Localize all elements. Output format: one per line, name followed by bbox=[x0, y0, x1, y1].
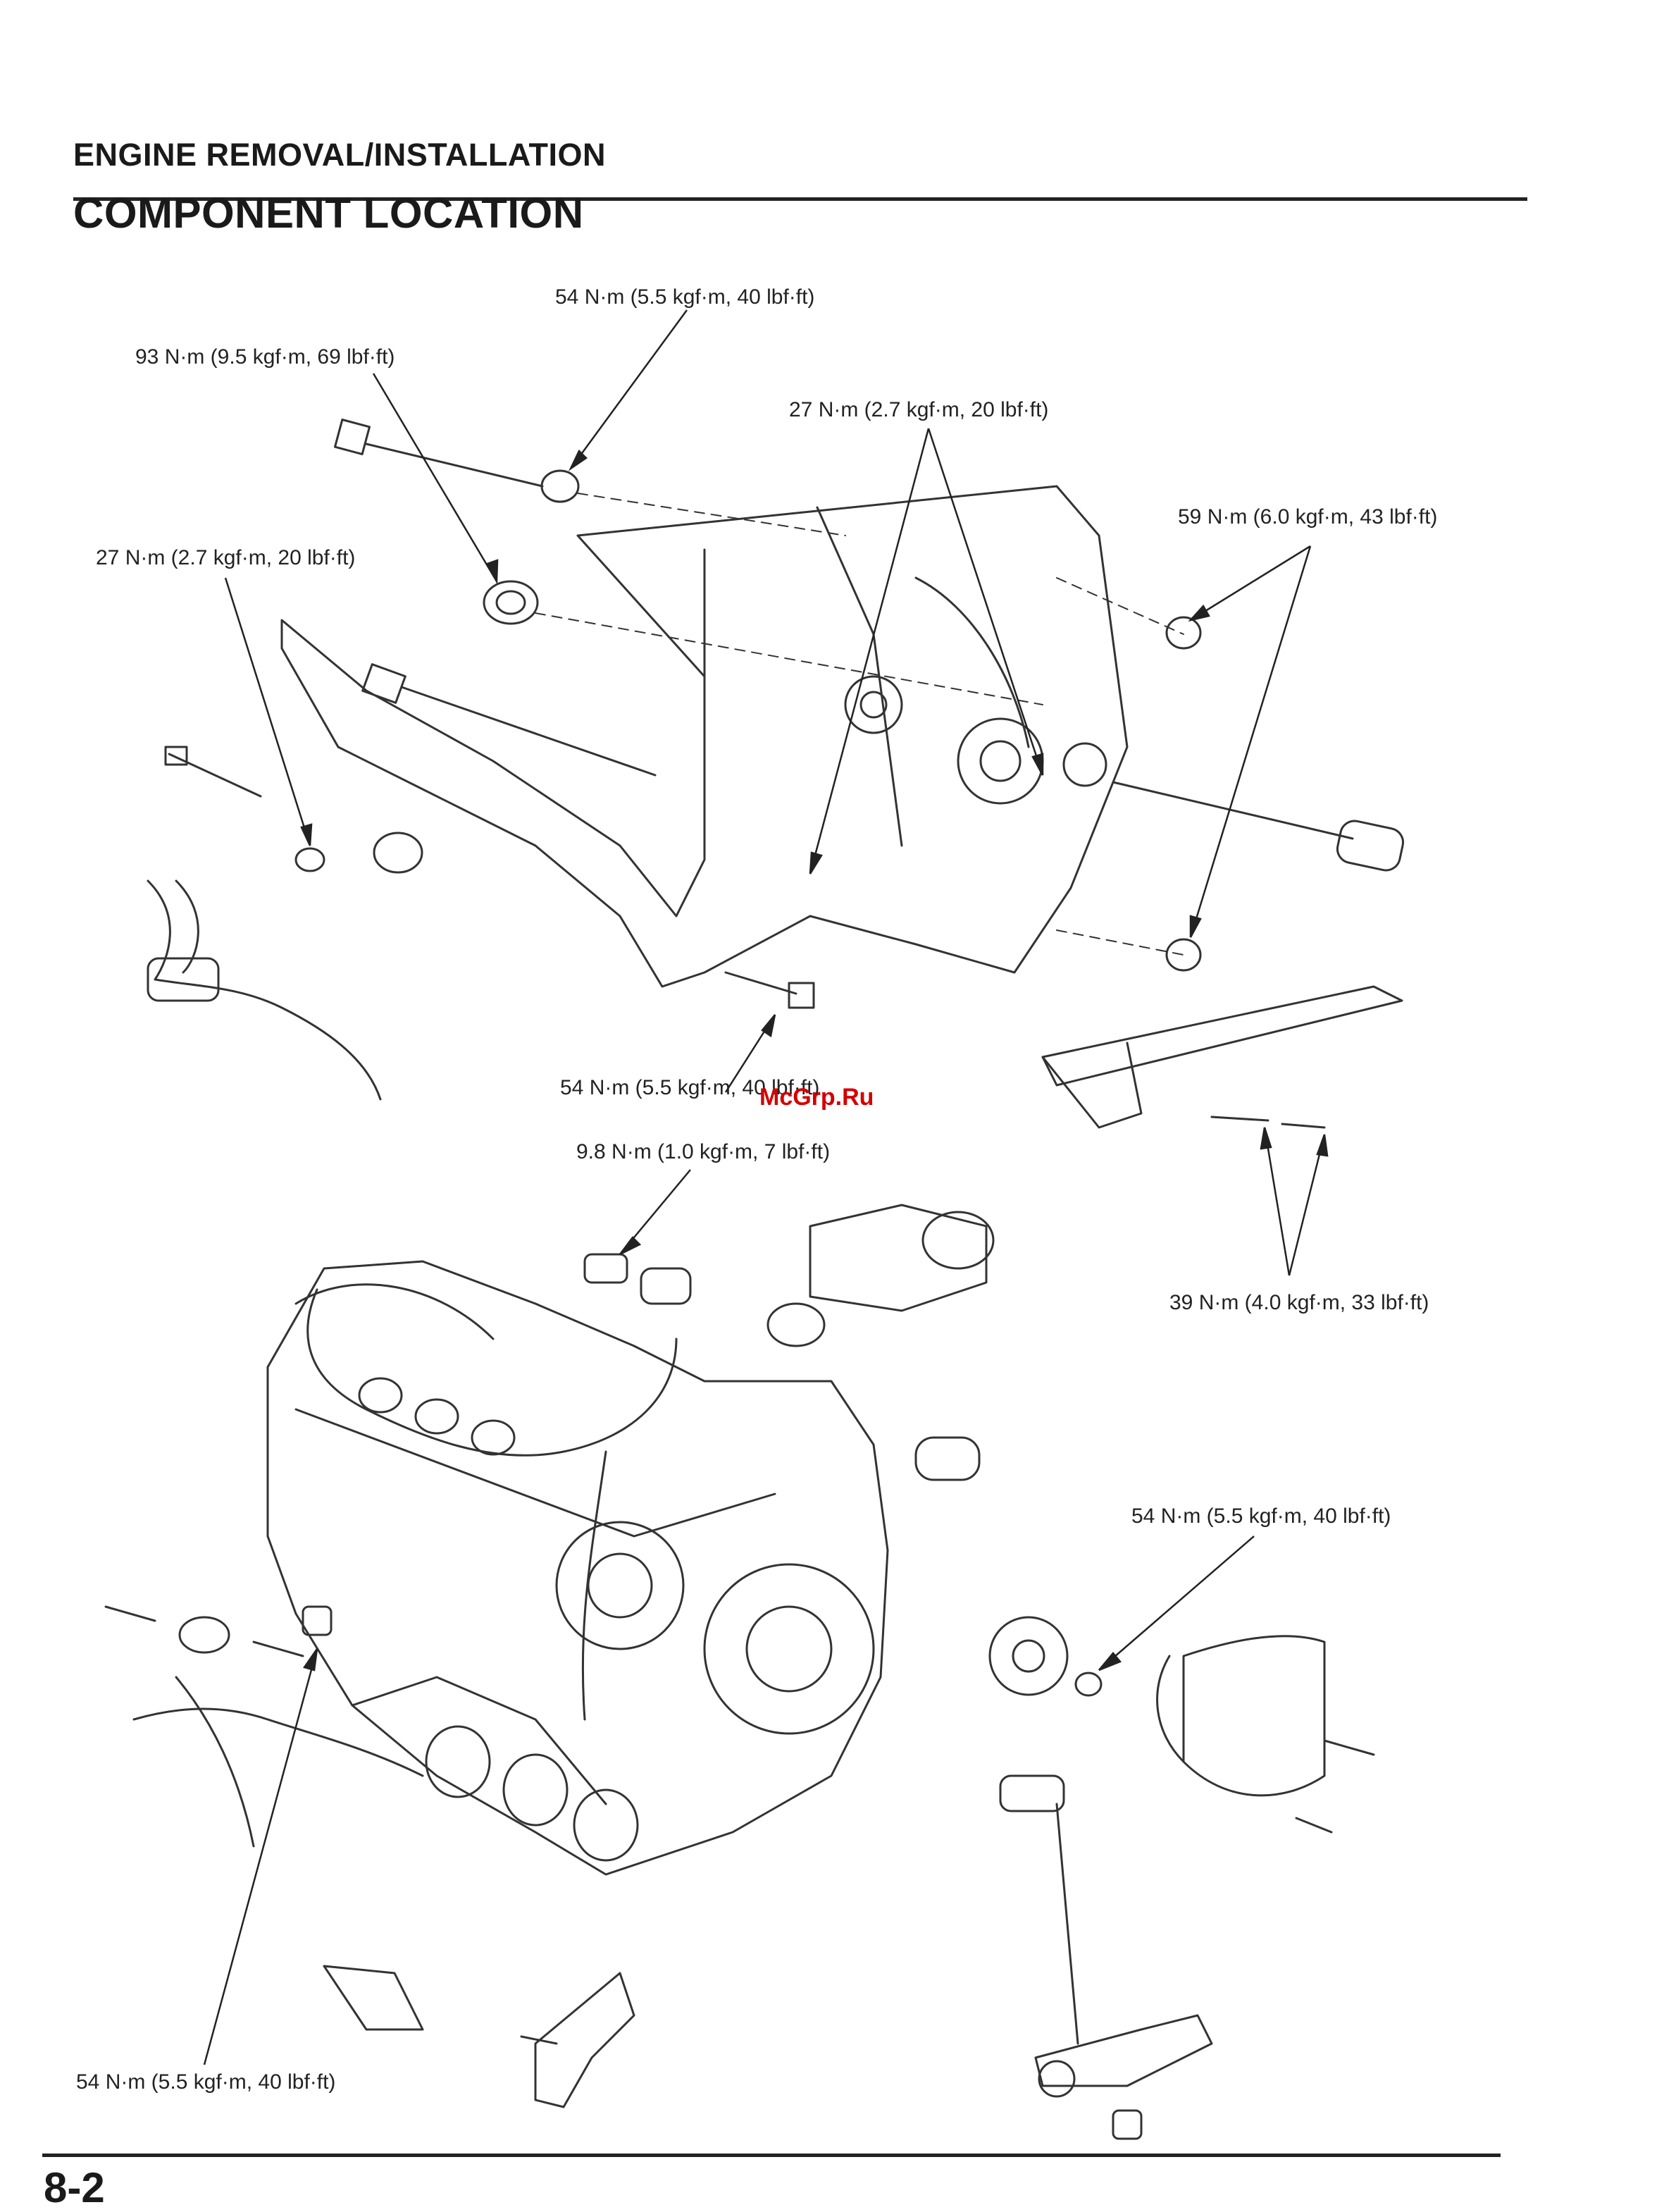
collar-93 bbox=[483, 580, 539, 625]
page-number: 8-2 bbox=[44, 2164, 105, 2211]
upper-mount-bolt bbox=[334, 419, 544, 488]
rear-through-bolt bbox=[1112, 781, 1405, 872]
gearshift-pedal bbox=[1034, 2014, 1213, 2087]
gearshift-arm bbox=[999, 1774, 1065, 1812]
sprocket-cover bbox=[1182, 1635, 1326, 1797]
bolt-9-8 bbox=[583, 1253, 628, 1284]
left-hose bbox=[132, 1707, 424, 1777]
torque-label-upper-collar: 93 N·m (9.5 kgf·m, 69 lbf·ft) bbox=[135, 345, 395, 369]
wire-harness bbox=[306, 1288, 678, 1457]
page-title: COMPONENT LOCATION bbox=[73, 190, 584, 237]
nut-59-upper bbox=[1165, 616, 1202, 650]
torque-label-top-nut: 54 N·m (5.5 kgf·m, 40 lbf·ft) bbox=[555, 285, 815, 309]
thermostat-housing bbox=[809, 1204, 988, 1312]
section-title: ENGINE REMOVAL/INSTALLATION bbox=[73, 137, 606, 173]
torque-label-center-bolt: 54 N·m (5.5 kgf·m, 40 lbf·ft) bbox=[560, 1076, 820, 1099]
torque-label-bottom: 54 N·m (5.5 kgf·m, 40 lbf·ft) bbox=[76, 2070, 336, 2094]
footer-rule bbox=[42, 2154, 1501, 2157]
engine-block bbox=[266, 1260, 889, 1876]
nut-59-lower bbox=[1165, 938, 1202, 972]
radiator-hose bbox=[147, 879, 382, 1101]
watermark: McGrp.Ru bbox=[759, 1084, 874, 1111]
frame-outline bbox=[280, 485, 1129, 988]
drive-sprocket-upper bbox=[957, 717, 1044, 805]
header-rule bbox=[73, 197, 1527, 201]
torque-label-side-stand: 39 N·m (4.0 kgf·m, 33 lbf·ft) bbox=[1169, 1291, 1429, 1314]
clutch-cover bbox=[703, 1563, 875, 1735]
torque-label-rear-nuts: 59 N·m (6.0 kgf·m, 43 lbf·ft) bbox=[1178, 505, 1438, 529]
nut-54-top bbox=[540, 469, 580, 503]
torque-label-sprocket: 54 N·m (5.5 kgf·m, 40 lbf·ft) bbox=[1131, 1504, 1391, 1528]
side-stand bbox=[1041, 985, 1403, 1087]
o-ring bbox=[766, 1302, 826, 1347]
footpeg-bracket bbox=[534, 1972, 635, 2108]
torque-label-upper-bracket: 27 N·m (2.7 kgf·m, 20 lbf·ft) bbox=[789, 398, 1049, 421]
lower-mount-bolt bbox=[361, 663, 657, 777]
collar-left bbox=[373, 832, 423, 874]
torque-label-left-bracket: 27 N·m (2.7 kgf·m, 20 lbf·ft) bbox=[96, 546, 356, 569]
torque-label-front-bolt: 9.8 N·m (1.0 kgf·m, 7 lbf·ft) bbox=[576, 1140, 831, 1163]
drive-sprocket bbox=[988, 1616, 1069, 1696]
